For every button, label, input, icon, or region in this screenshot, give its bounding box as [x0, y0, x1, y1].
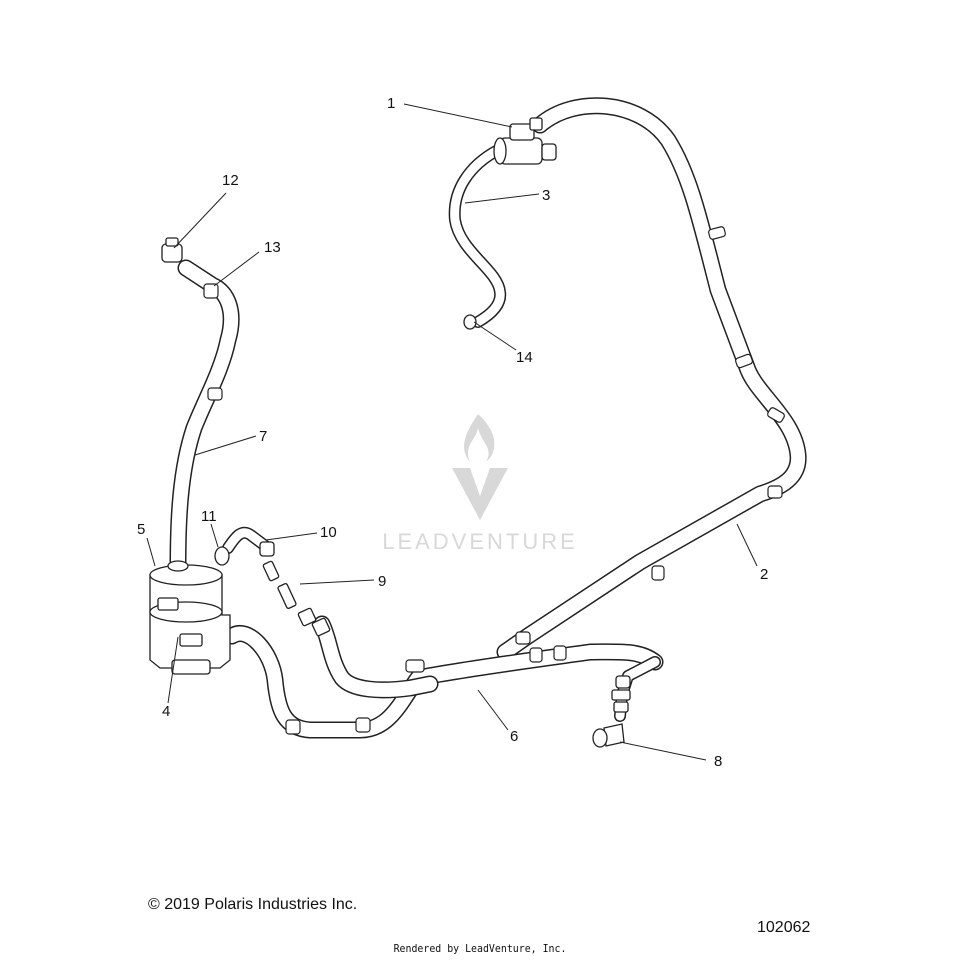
- callout-13: 13: [264, 239, 281, 256]
- callout-1: 1: [387, 95, 395, 112]
- fitting-part-12: [161, 237, 183, 263]
- callout-6: 6: [510, 728, 518, 745]
- leadventure-watermark: LEADVENTURE: [382, 414, 578, 554]
- diagram-number: 102062: [757, 919, 811, 936]
- copyright-notice: © 2019 Polaris Industries Inc.: [148, 896, 358, 913]
- callout-2: 2: [760, 566, 768, 583]
- rendered-by-footer: Rendered by LeadVenture, Inc.: [393, 942, 567, 955]
- flame-logo-icon: [452, 414, 508, 520]
- callout-14: 14: [516, 349, 533, 366]
- callout-12: 12: [222, 172, 239, 189]
- fitting-part-11: [214, 546, 230, 566]
- hose-6: [223, 625, 664, 739]
- clamp-part-14: [463, 314, 477, 330]
- hose-9-run: [313, 615, 439, 699]
- callout-numbers: 1 2 3 4 5 6 7 8 9 10 11 12 13 14: [137, 95, 768, 770]
- callout-10: 10: [320, 524, 337, 541]
- hose-2: [496, 97, 807, 661]
- callout-5: 5: [137, 521, 145, 538]
- purge-valve-part-1: [493, 117, 557, 165]
- callout-9: 9: [378, 573, 386, 590]
- leader-lines: [146, 103, 758, 761]
- elbow-part-10: [259, 541, 275, 557]
- callout-4: 4: [162, 703, 170, 720]
- inline-fitting-part-9: [262, 560, 331, 637]
- hose-10: [222, 526, 274, 554]
- callout-3: 3: [542, 187, 550, 204]
- callout-7: 7: [259, 428, 267, 445]
- callout-11: 11: [201, 508, 217, 525]
- watermark-text: LEADVENTURE: [382, 529, 578, 554]
- connector-part-8: [592, 656, 661, 748]
- hose-clamps: [203, 226, 785, 735]
- callout-8: 8: [714, 753, 722, 770]
- canister-part-4: [149, 560, 231, 675]
- hose-3: [448, 144, 507, 328]
